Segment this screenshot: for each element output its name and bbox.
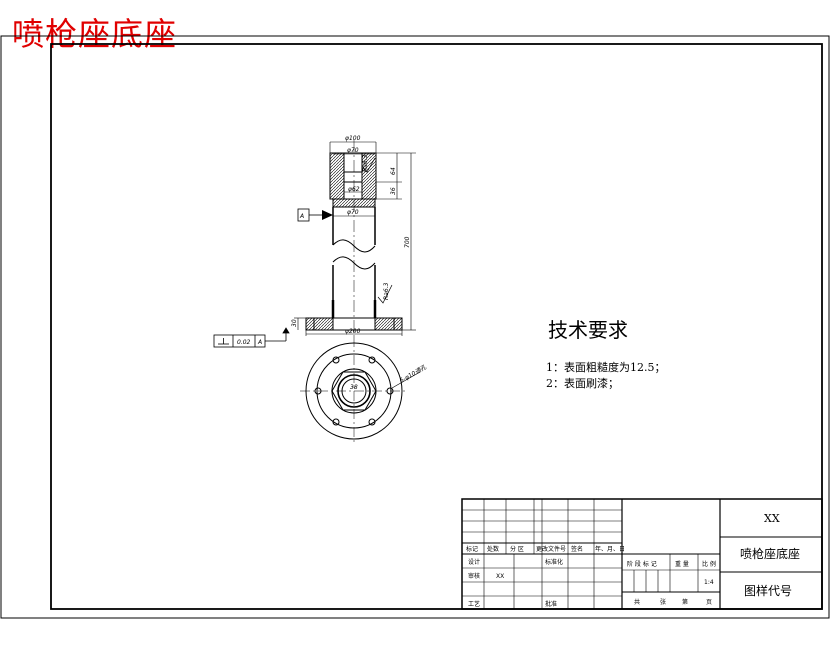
label-design: 设计	[468, 558, 480, 566]
dimension-text: φ100 φ70 φ62 φ70 φ200 64 36 700 30	[291, 135, 411, 335]
tech-req-item-2: 2：表面刷漆；	[546, 376, 619, 390]
dim-bottom-height: 30	[291, 319, 298, 327]
hdr-count: 处数	[487, 545, 499, 553]
scale-value: 1:4	[704, 579, 714, 586]
hdr-mark: 标记	[466, 545, 478, 553]
hdr-scale: 比 例	[702, 560, 716, 568]
material-mark: XX	[764, 512, 780, 525]
sheet-unit-1: 张	[660, 598, 666, 606]
tech-req-item-1: 1：表面粗糙度为12.5；	[546, 360, 666, 374]
dim-height-step: 36	[390, 187, 397, 195]
outer-border	[0, 35, 830, 619]
hdr-weight: 重 量	[675, 560, 689, 568]
inner-border	[50, 43, 823, 610]
tolerance-value: 0.02	[237, 339, 251, 346]
title-block	[461, 498, 823, 610]
dim-groove: φ62	[348, 186, 360, 193]
label-process: 工艺	[468, 600, 480, 608]
bottom-plan-view	[300, 337, 421, 445]
tech-req-heading: 技术要求	[548, 318, 628, 342]
designer-name: XX	[496, 573, 504, 580]
dim-bore: φ70	[347, 209, 359, 216]
datum-feature	[297, 208, 333, 222]
front-section-view	[305, 140, 403, 340]
dim-height-total: 700	[404, 236, 411, 248]
dimension-lines	[294, 141, 416, 336]
sheet-num-label: 第	[682, 598, 688, 606]
roughness-label-top: Ra6.3	[362, 154, 369, 172]
dim-base: φ200	[345, 328, 361, 335]
dim-top-outer: φ100	[345, 135, 361, 142]
sheet-total-label: 共	[634, 598, 640, 606]
hdr-change-doc: 更改文件号	[536, 545, 566, 553]
roughness-label-bottom: Ra6.3	[383, 282, 390, 300]
label-check: 审核	[468, 572, 480, 580]
part-name: 喷枪座底座	[740, 546, 800, 561]
roughness-symbols	[361, 157, 393, 304]
title-block-text: 标记 处数 分 区 更改文件号 签名 年、月、日 设计 标准化 审核 XX 工艺…	[466, 545, 716, 608]
dim-top-inner: φ70	[347, 147, 359, 154]
datum-label: A	[299, 213, 304, 220]
sheet-page-label: 页	[706, 599, 712, 606]
label-standardization: 标准化	[545, 558, 563, 566]
tolerance-datum: A	[257, 339, 262, 346]
hdr-stage: 阶 段 标 记	[627, 560, 657, 568]
hdr-signature: 签名	[571, 545, 583, 553]
dim-height-top: 64	[390, 167, 397, 175]
hole-note: 6-φ10通孔	[399, 363, 429, 384]
hdr-date: 年、月、日	[595, 545, 625, 553]
tolerance-frame	[213, 327, 290, 348]
drawing-code-label: 图样代号	[744, 583, 792, 598]
hdr-zone: 分 区	[510, 545, 524, 553]
plan-inner-dia: 38	[350, 384, 358, 391]
label-approve: 批准	[545, 600, 557, 608]
page-title: 喷枪座底座	[12, 15, 178, 53]
